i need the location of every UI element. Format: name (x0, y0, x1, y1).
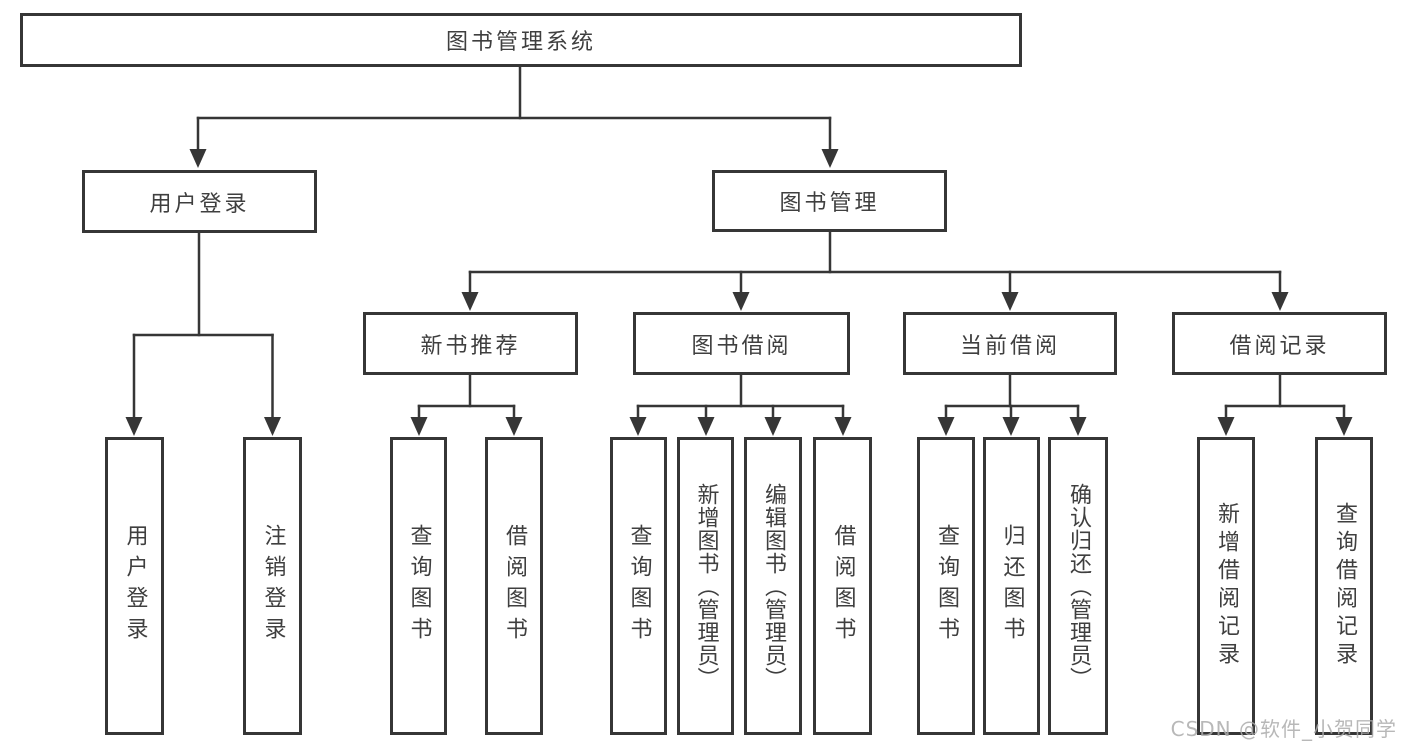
node-leaf-cb-return-books-label: 归还图书 (999, 524, 1025, 648)
node-leaf-br-query-record-label: 查询借阅记录 (1332, 502, 1357, 670)
node-leaf-nbr-borrow-books-label: 借阅图书 (502, 524, 527, 648)
node-new-book-recommend: 新书推荐 (363, 312, 578, 375)
arrowhead (821, 149, 839, 168)
arrowhead (410, 417, 428, 436)
node-leaf-br-query-record: 查询借阅记录 (1315, 437, 1373, 735)
node-leaf-nbr-borrow-books: 借阅图书 (485, 437, 543, 735)
node-leaf-bb-add-books-admin: 新增图书（管理员） (677, 437, 734, 735)
node-leaf-bb-query-books-label: 查询图书 (626, 524, 652, 648)
node-leaf-cb-query-books-label: 查询图书 (934, 524, 959, 648)
node-leaf-cb-confirm-return-admin: 确认归还（管理员） (1048, 437, 1108, 735)
arrowhead (1001, 292, 1019, 311)
arrowhead (125, 417, 143, 436)
node-leaf-br-add-record-label: 新增借阅记录 (1214, 502, 1239, 670)
node-leaf-cb-confirm-return-admin-label: 确认归还（管理员） (1066, 482, 1091, 690)
arrowhead (1002, 417, 1020, 436)
node-leaf-logout: 注销登录 (243, 437, 302, 735)
node-current-borrowing-label: 当前借阅 (959, 333, 1060, 359)
arrowhead (1271, 292, 1289, 311)
node-leaf-bb-edit-books-admin: 编辑图书（管理员） (744, 437, 802, 735)
node-leaf-bb-add-books-admin-label: 新增图书（管理员） (693, 482, 719, 690)
node-leaf-br-add-record: 新增借阅记录 (1197, 437, 1255, 735)
node-book-management-label: 图书管理 (779, 191, 880, 216)
node-leaf-cb-query-books: 查询图书 (917, 437, 975, 735)
node-leaf-bb-edit-books-admin-label: 编辑图书（管理员） (761, 482, 786, 690)
arrowhead (1217, 417, 1235, 436)
arrowhead (189, 149, 207, 168)
node-leaf-cb-return-books: 归还图书 (983, 437, 1040, 735)
arrowhead (764, 417, 782, 436)
arrowhead (1069, 417, 1087, 436)
node-new-book-recommend-label: 新书推荐 (420, 333, 521, 359)
node-leaf-nbr-query-books: 查询图书 (390, 437, 447, 735)
arrowhead (264, 417, 281, 436)
arrowhead (697, 417, 715, 436)
arrowhead (834, 417, 852, 436)
arrowhead (461, 292, 479, 311)
node-leaf-user-login-label: 用户登录 (122, 524, 148, 648)
node-user-login-label: 用户登录 (149, 191, 250, 217)
node-leaf-user-login: 用户登录 (105, 437, 164, 735)
arrowhead (732, 292, 750, 311)
node-borrowing-records: 借阅记录 (1172, 312, 1387, 375)
node-book-borrowing-label: 图书借阅 (691, 333, 792, 359)
node-leaf-bb-borrow-books: 借阅图书 (813, 437, 872, 735)
arrowhead (629, 417, 647, 436)
node-root: 图书管理系统 (20, 13, 1022, 67)
arrowhead (1335, 417, 1353, 436)
node-book-borrowing: 图书借阅 (633, 312, 850, 375)
node-leaf-logout-label: 注销登录 (260, 524, 286, 648)
node-current-borrowing: 当前借阅 (903, 312, 1117, 375)
node-root-label: 图书管理系统 (445, 30, 596, 55)
node-leaf-bb-borrow-books-label: 借阅图书 (830, 524, 856, 648)
node-book-management: 图书管理 (712, 170, 947, 232)
arrowhead (937, 417, 955, 436)
node-user-login: 用户登录 (82, 170, 317, 233)
node-leaf-nbr-query-books-label: 查询图书 (406, 524, 432, 648)
node-leaf-bb-query-books: 查询图书 (610, 437, 667, 735)
node-borrowing-records-label: 借阅记录 (1229, 333, 1330, 359)
watermark-text: CSDN @软件_小贺同学 (1170, 717, 1397, 741)
arrowhead (505, 417, 523, 436)
